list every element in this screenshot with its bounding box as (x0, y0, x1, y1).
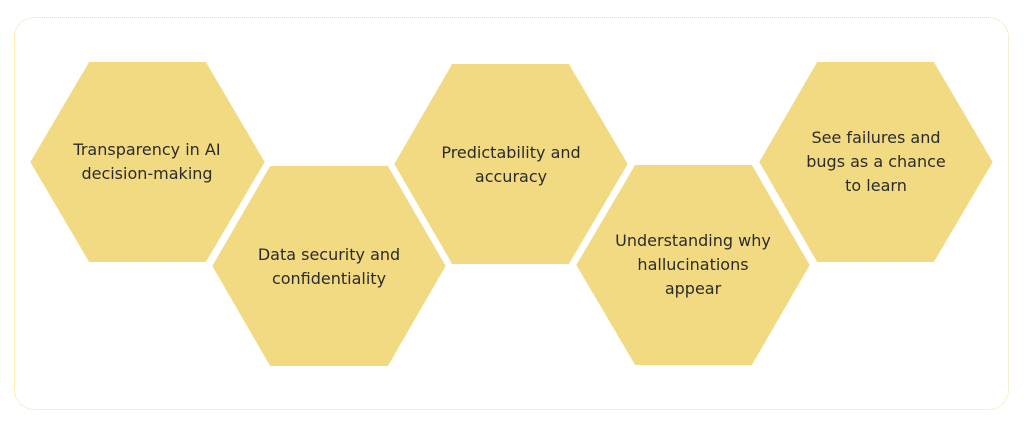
hexagon-1 (26, 58, 269, 266)
hexagon-2-label: Data security and confidentiality (257, 245, 401, 288)
hexagon-5-label: See failures and bugs as a chance to lea… (806, 128, 946, 195)
hexagon-4 (572, 161, 814, 369)
hexagon-4-label: Understanding why hallucinations appear (615, 231, 771, 298)
hexagon-3 (390, 60, 632, 268)
diagram-frame (14, 17, 1009, 410)
hexagon-3-label: Predictability and accuracy (441, 143, 581, 186)
hexagon-5 (755, 58, 997, 266)
hexagon-2 (208, 162, 450, 370)
hexagon-1-label: Transparency in AI decision-making (73, 140, 221, 183)
